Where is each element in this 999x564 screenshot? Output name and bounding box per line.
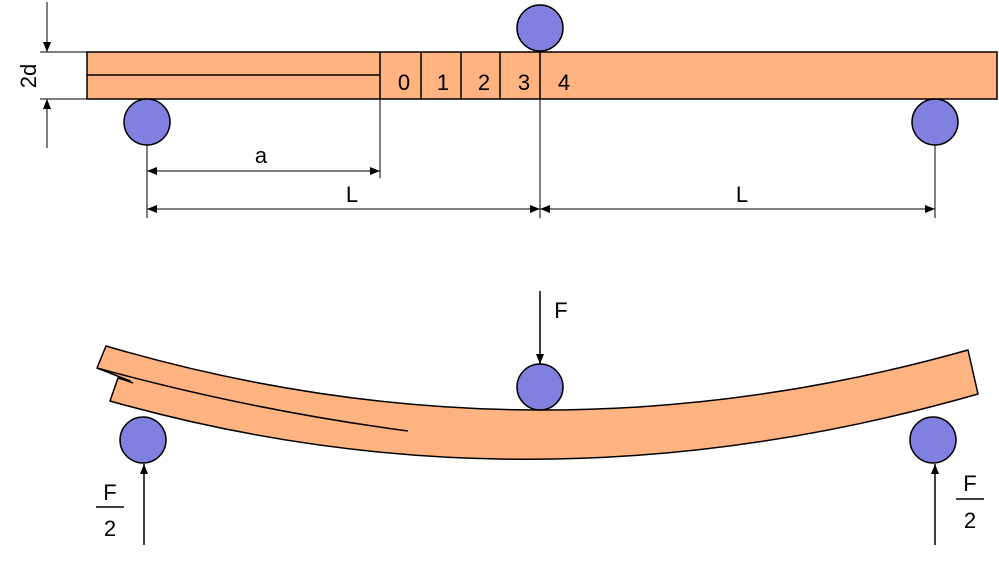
right-reaction-numerator: F <box>963 471 976 496</box>
loading-roller-top <box>516 4 564 52</box>
bent-beam <box>96 345 979 460</box>
specimen-deformed <box>96 345 979 460</box>
left-reaction-numerator: F <box>103 480 116 505</box>
thickness-label: 2d <box>16 64 41 88</box>
span-label-left: L <box>346 182 358 207</box>
right-reaction-denominator: 2 <box>964 508 976 533</box>
cell-label-2: 2 <box>478 70 490 95</box>
support-roller-left-deformed <box>119 416 167 464</box>
cell-label-3: 3 <box>518 70 530 95</box>
support-roller-right-deformed <box>909 416 957 464</box>
crack-length-label: a <box>255 143 268 168</box>
span-label-right: L <box>736 182 748 207</box>
cell-label-4: 4 <box>558 70 570 95</box>
support-roller-left <box>123 98 171 146</box>
loading-roller <box>516 363 564 411</box>
cell-label-0: 0 <box>398 70 410 95</box>
cell-label-1: 1 <box>437 70 449 95</box>
left-reaction-denominator: 2 <box>104 516 116 541</box>
support-roller-right <box>911 98 959 146</box>
delamination-crack <box>96 367 409 432</box>
load-label: F <box>554 298 567 323</box>
specimen-undeformed: 0 1 2 3 4 <box>86 51 998 100</box>
